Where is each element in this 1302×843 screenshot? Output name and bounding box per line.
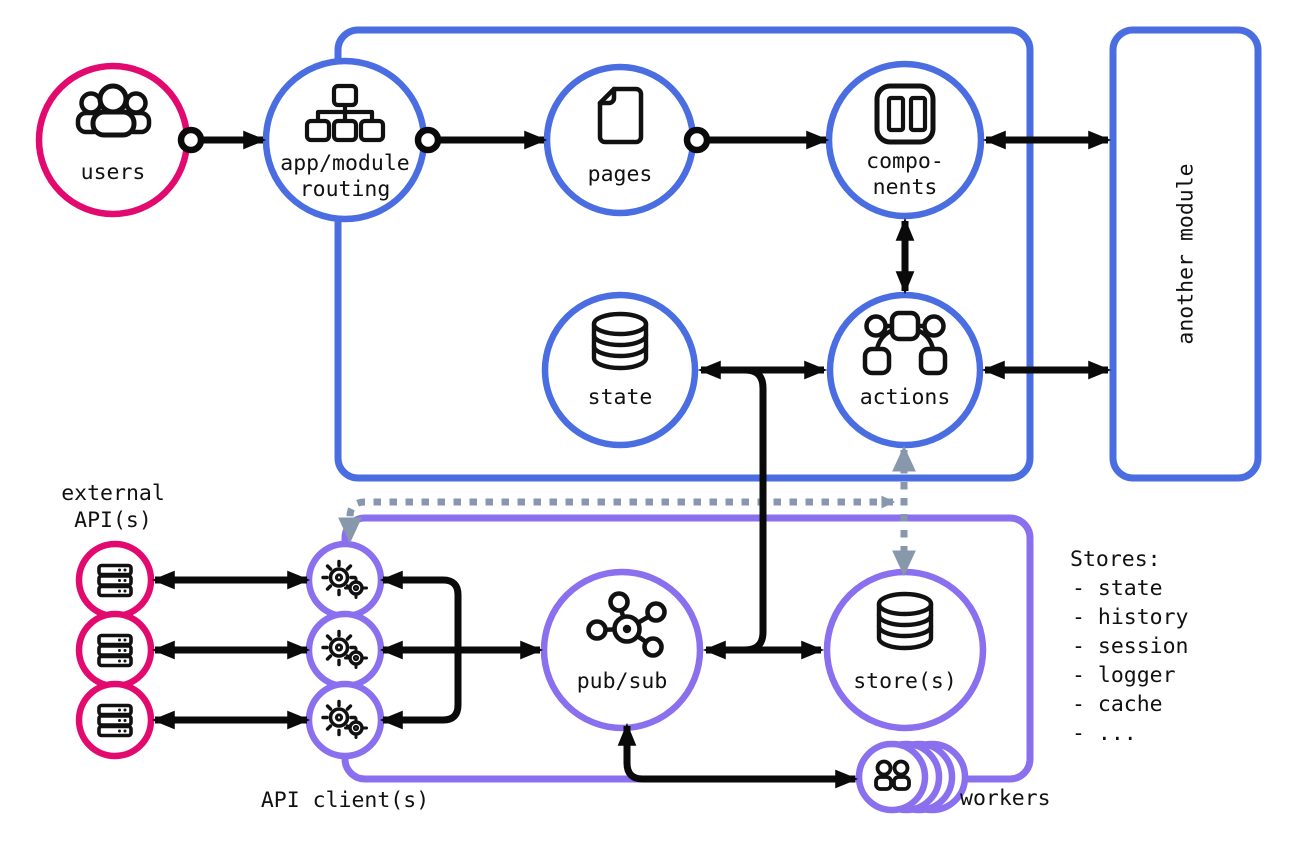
node-routing: app/module routing bbox=[262, 57, 428, 223]
external-api-3 bbox=[75, 680, 155, 760]
database-icon bbox=[876, 591, 934, 651]
server-icon bbox=[97, 563, 133, 598]
routing-label-line2: routing bbox=[300, 177, 391, 202]
people-group-icon bbox=[874, 759, 911, 791]
actions-label: actions bbox=[860, 385, 951, 410]
server-icon bbox=[97, 633, 133, 668]
pages-label: pages bbox=[588, 162, 653, 187]
database-icon bbox=[591, 311, 649, 371]
node-users: users bbox=[35, 62, 191, 218]
components-label-line2: nents bbox=[873, 175, 938, 200]
link-source-dot bbox=[414, 126, 442, 154]
external-api-2 bbox=[75, 610, 155, 690]
dashed-link-actions-api-clients bbox=[338, 495, 896, 544]
node-workers: workers bbox=[855, 740, 1051, 814]
server-icon bbox=[97, 703, 133, 738]
stores-legend-item: - session bbox=[1072, 634, 1189, 659]
stores-legend: Stores: - state - history - session - lo… bbox=[1070, 547, 1189, 746]
external-apis-label-line1: external bbox=[61, 481, 165, 506]
stores-label: store(s) bbox=[853, 669, 957, 694]
stores-legend-title: Stores: bbox=[1070, 547, 1161, 572]
api-client-1 bbox=[305, 540, 385, 620]
api-clients-label: API client(s) bbox=[261, 788, 429, 813]
node-components: compo- nents bbox=[825, 60, 985, 220]
external-api-1 bbox=[75, 540, 155, 620]
node-external-apis: external API(s) bbox=[61, 481, 165, 760]
another-module-label: another module bbox=[1174, 163, 1199, 344]
stores-legend-item: - ... bbox=[1072, 721, 1137, 746]
stores-legend-item: - cache bbox=[1072, 692, 1163, 717]
another-module-box bbox=[1109, 26, 1262, 482]
api-client-3 bbox=[305, 680, 385, 760]
external-apis-label-line2: API(s) bbox=[74, 508, 152, 533]
stores-legend-item: - history bbox=[1072, 605, 1189, 630]
node-pages: pages bbox=[543, 63, 697, 217]
workers-label: workers bbox=[960, 786, 1051, 811]
layout-columns-icon bbox=[874, 83, 936, 145]
pubsub-label: pub/sub bbox=[577, 669, 668, 694]
gears-icon bbox=[321, 559, 368, 599]
node-pubsub: pub/sub bbox=[540, 568, 704, 732]
people-group-icon bbox=[75, 83, 152, 138]
components-label-line1: compo- bbox=[866, 149, 944, 174]
hub-network-icon bbox=[586, 591, 667, 658]
link-source-dot bbox=[177, 126, 205, 154]
gears-icon bbox=[321, 699, 368, 739]
users-label: users bbox=[81, 160, 146, 185]
gears-icon bbox=[321, 629, 368, 669]
file-icon bbox=[597, 86, 644, 145]
state-label: state bbox=[588, 385, 653, 410]
workflow-icon bbox=[862, 310, 948, 376]
stores-legend-item: - logger bbox=[1072, 663, 1176, 688]
link-source-dot bbox=[683, 126, 711, 154]
sitemap-icon bbox=[304, 83, 386, 143]
arrow-pubsub-workers bbox=[617, 722, 859, 789]
connectors bbox=[151, 126, 1112, 789]
node-actions: actions bbox=[826, 291, 984, 449]
stores-legend-item: - state bbox=[1072, 576, 1163, 601]
node-state: state bbox=[541, 291, 699, 449]
routing-label-line1: app/module bbox=[280, 151, 409, 176]
api-client-2 bbox=[305, 610, 385, 690]
node-stores: store(s) bbox=[823, 568, 987, 732]
